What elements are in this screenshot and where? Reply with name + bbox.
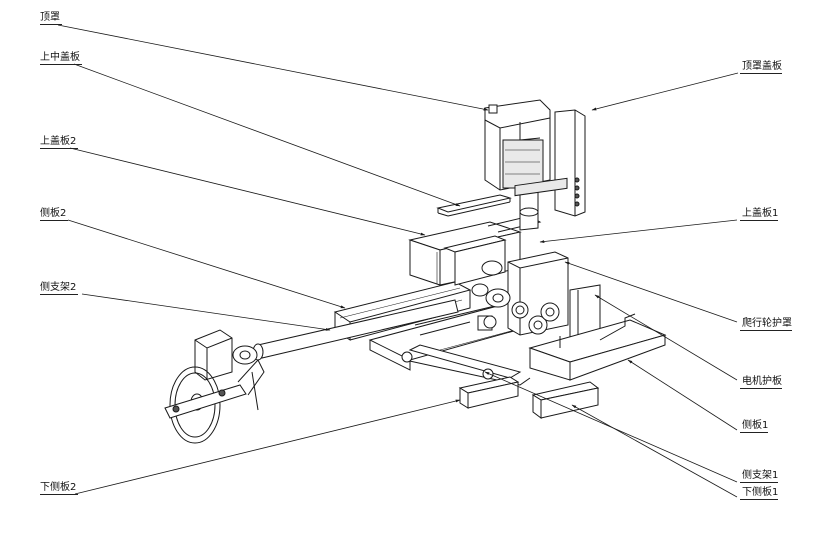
label-shang-gaiban-2: 上盖板2 <box>40 136 79 149</box>
label-shangzhong-gaiban: 上中盖板 <box>40 52 82 65</box>
machine-drawing <box>164 99 667 444</box>
label-shang-gaiban-1: 上盖板1 <box>740 208 779 221</box>
label-dingzhao-gaiban: 顶罩盖板 <box>740 61 782 74</box>
leader-lines <box>57 24 739 498</box>
label-ce-zhijia-1: 侧支架1 <box>740 470 779 483</box>
label-ce-zhijia-2: 侧支架2 <box>40 282 79 295</box>
label-ceban-2: 侧板2 <box>40 208 69 221</box>
label-paxinglun-huzhao: 爬行轮护罩 <box>740 318 792 331</box>
label-xia-ceban-1: 下侧板1 <box>740 487 779 500</box>
label-dingzhao: 顶罩 <box>40 12 62 25</box>
label-xia-ceban-2: 下侧板2 <box>40 482 79 495</box>
label-ceban-1: 侧板1 <box>740 420 769 433</box>
label-dianji-huban: 电机护板 <box>740 376 782 389</box>
